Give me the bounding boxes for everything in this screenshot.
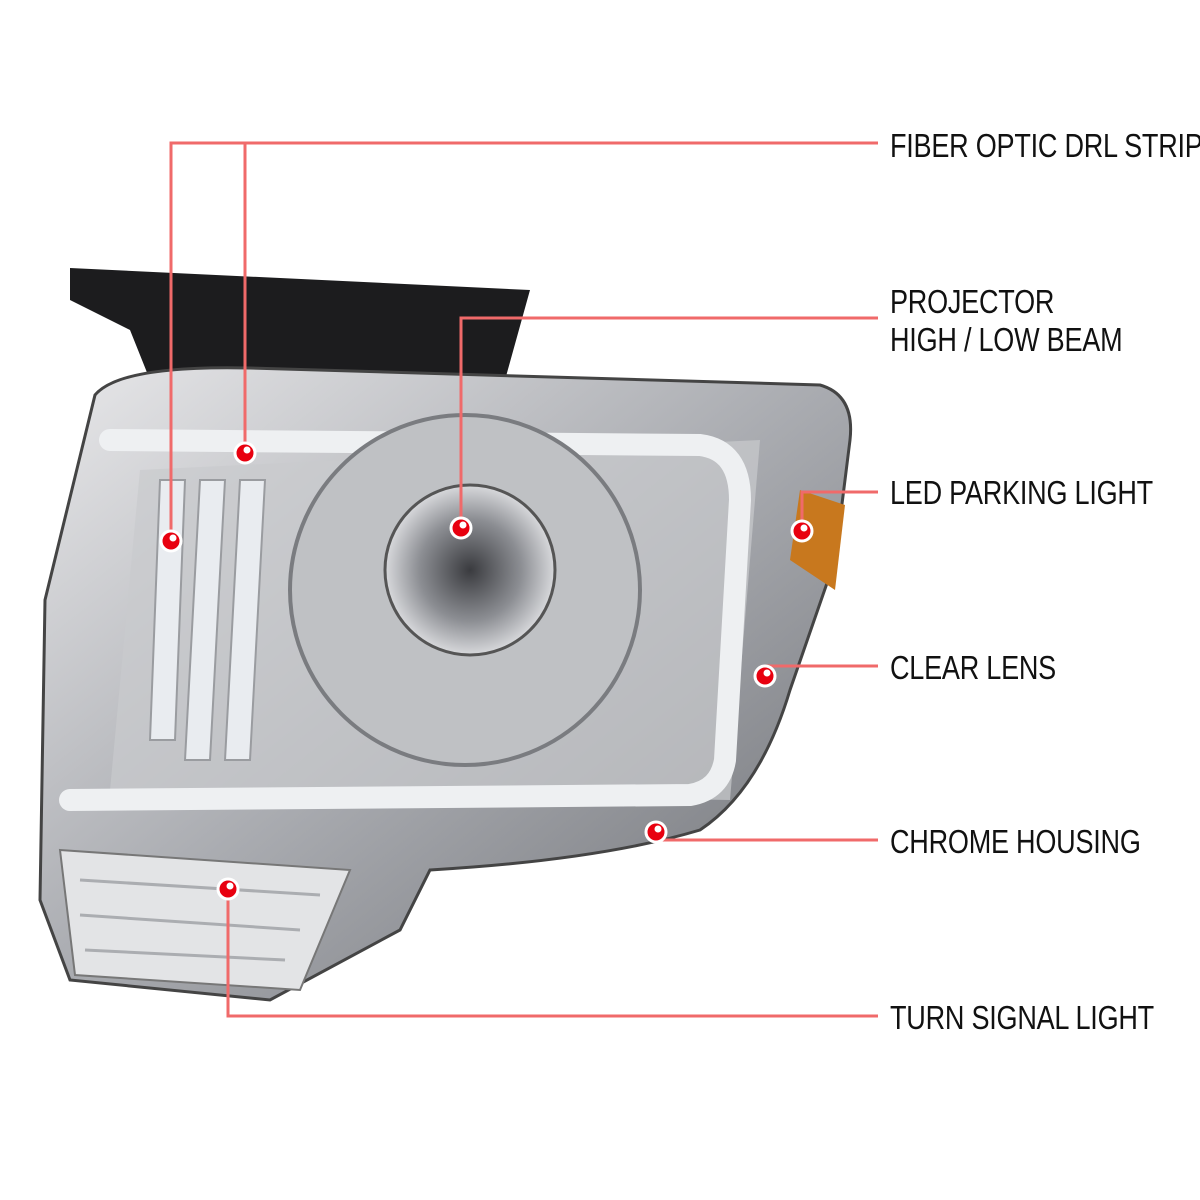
drl-fins bbox=[148, 479, 267, 761]
label-high-low-beam: HIGH / LOW BEAM bbox=[890, 321, 1123, 358]
callout-dot-projector bbox=[449, 516, 473, 540]
leader-line-projector bbox=[459, 316, 878, 528]
callout-dot-fiber-optic-a bbox=[159, 529, 183, 553]
projector-lens bbox=[383, 483, 557, 657]
amber-parking-lens bbox=[790, 490, 845, 590]
label-fiber-optic-drl-strips: FIBER OPTIC DRL STRIPS bbox=[890, 127, 1200, 164]
leader-line-turn-signal bbox=[226, 889, 878, 1018]
mounting-bracket bbox=[70, 268, 530, 380]
label-chrome-housing: CHROME HOUSING bbox=[890, 823, 1141, 860]
drl-strip bbox=[59, 429, 752, 811]
label-led-parking-light: LED PARKING LIGHT bbox=[890, 474, 1153, 511]
leader-line-led-parking bbox=[800, 490, 878, 531]
label-turn-signal-light: TURN SIGNAL LIGHT bbox=[890, 999, 1154, 1036]
turn-signal-lens bbox=[58, 848, 352, 992]
leader-line-fiber-optic bbox=[169, 141, 878, 541]
callout-dot-chrome-housing bbox=[644, 820, 668, 844]
label-projector: PROJECTOR bbox=[890, 283, 1055, 320]
label-clear-lens: CLEAR LENS bbox=[890, 649, 1056, 686]
callout-dot-clear-lens bbox=[753, 664, 777, 688]
callout-dot-fiber-optic-b bbox=[233, 441, 257, 465]
callout-dot-led-parking bbox=[790, 519, 814, 543]
callout-dot-turn-signal bbox=[216, 877, 240, 901]
